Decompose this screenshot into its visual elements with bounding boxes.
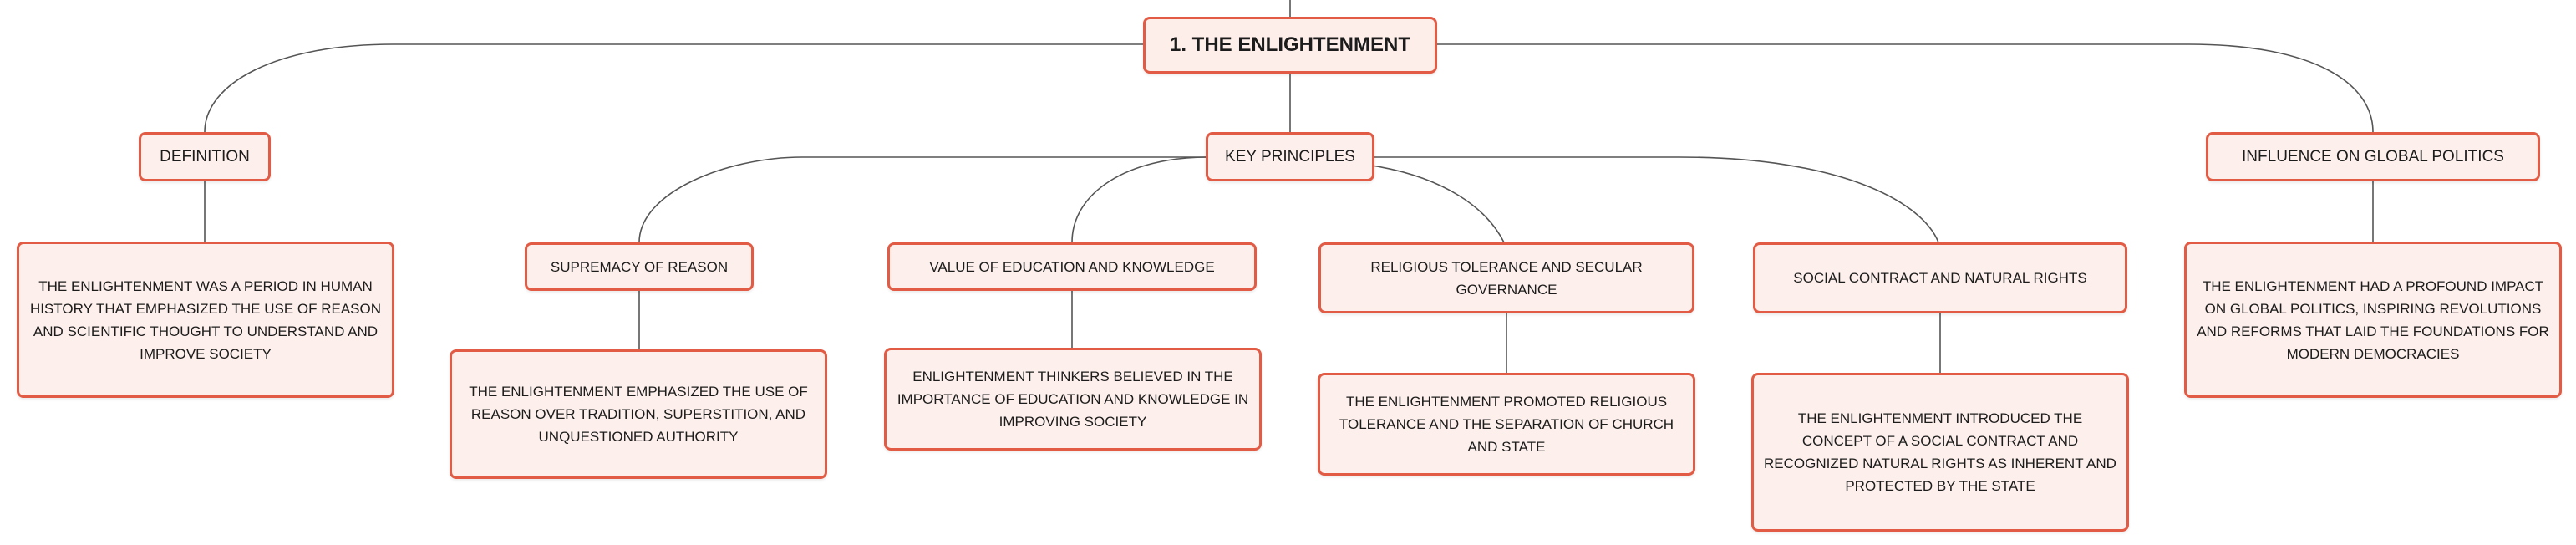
branch-key-principles-label: KEY PRINCIPLES <box>1225 147 1355 166</box>
branch-definition[interactable]: DEFINITION <box>139 132 271 181</box>
branch-definition-label: DEFINITION <box>160 147 250 166</box>
detail-reason-text: THE ENLIGHTENMENT EMPHASIZED THE USE OF … <box>469 384 808 445</box>
detail-definition[interactable]: THE ENLIGHTENMENT WAS A PERIOD IN HUMAN … <box>17 242 394 398</box>
detail-supremacy-of-reason[interactable]: THE ENLIGHTENMENT EMPHASIZED THE USE OF … <box>450 349 827 479</box>
root-topic[interactable]: 1. THE ENLIGHTENMENT <box>1143 17 1437 74</box>
connector-root-to-definition <box>204 43 1143 133</box>
subtopic-supremacy-of-reason[interactable]: SUPREMACY OF REASON <box>525 242 754 291</box>
detail-value-of-education[interactable]: ENLIGHTENMENT THINKERS BELIEVED IN THE I… <box>884 348 1262 451</box>
branch-key-principles[interactable]: KEY PRINCIPLES <box>1206 132 1374 181</box>
detail-social-text: THE ENLIGHTENMENT INTRODUCED THE CONCEPT… <box>1764 410 2116 494</box>
subtopic-social-contract[interactable]: SOCIAL CONTRACT AND NATURAL RIGHTS <box>1753 242 2127 313</box>
subtopic-religious-tolerance[interactable]: RELIGIOUS TOLERANCE AND SECULAR GOVERNAN… <box>1318 242 1694 313</box>
detail-influence-text: THE ENLIGHTENMENT HAD A PROFOUND IMPACT … <box>2197 278 2549 362</box>
branch-influence-label: INFLUENCE ON GLOBAL POLITICS <box>2242 147 2504 166</box>
connector-key-to-religion <box>1371 165 1505 243</box>
connector-key-to-social <box>1372 156 1939 243</box>
subtopic-social-label: SOCIAL CONTRACT AND NATURAL RIGHTS <box>1793 270 2087 286</box>
connector-root-to-influence <box>1437 43 2374 133</box>
detail-social-contract[interactable]: THE ENLIGHTENMENT INTRODUCED THE CONCEPT… <box>1751 373 2129 532</box>
subtopic-value-of-education[interactable]: VALUE OF EDUCATION AND KNOWLEDGE <box>887 242 1257 291</box>
connector-key-to-education <box>1071 156 1208 243</box>
subtopic-reason-label: SUPREMACY OF REASON <box>550 258 729 275</box>
branch-influence-on-global-politics[interactable]: INFLUENCE ON GLOBAL POLITICS <box>2206 132 2540 181</box>
detail-religious-tolerance[interactable]: THE ENLIGHTENMENT PROMOTED RELIGIOUS TOL… <box>1318 373 1695 476</box>
subtopic-education-label: VALUE OF EDUCATION AND KNOWLEDGE <box>929 258 1215 275</box>
detail-definition-text: THE ENLIGHTENMENT WAS A PERIOD IN HUMAN … <box>29 278 382 362</box>
root-topic-label: 1. THE ENLIGHTENMENT <box>1169 33 1410 56</box>
detail-religion-text: THE ENLIGHTENMENT PROMOTED RELIGIOUS TOL… <box>1339 394 1674 455</box>
subtopic-religion-label: RELIGIOUS TOLERANCE AND SECULAR GOVERNAN… <box>1370 258 1643 298</box>
connector-key-to-reason <box>638 156 1207 243</box>
detail-education-text: ENLIGHTENMENT THINKERS BELIEVED IN THE I… <box>897 369 1249 430</box>
detail-influence-on-global-politics[interactable]: THE ENLIGHTENMENT HAD A PROFOUND IMPACT … <box>2184 242 2562 398</box>
